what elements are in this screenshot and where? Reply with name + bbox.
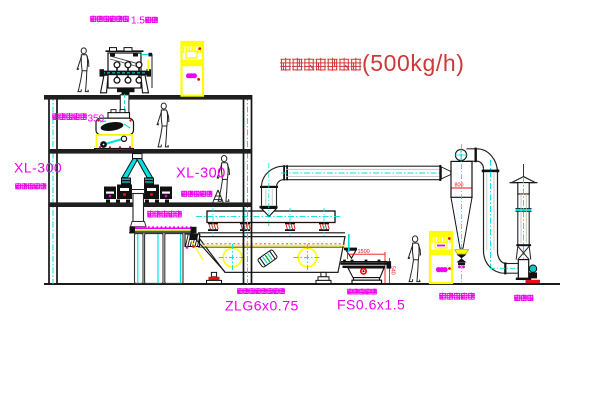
svg-text:350: 350 bbox=[88, 114, 105, 125]
svg-text:FS0.6x1.5: FS0.6x1.5 bbox=[337, 297, 405, 313]
svg-text:(500kg/h): (500kg/h) bbox=[362, 50, 465, 76]
svg-text:540: 540 bbox=[390, 266, 396, 275]
svg-text:XL-300: XL-300 bbox=[14, 160, 62, 176]
svg-text:800: 800 bbox=[455, 183, 464, 189]
svg-text:XL-300: XL-300 bbox=[176, 166, 226, 182]
svg-text:1500: 1500 bbox=[358, 249, 370, 255]
svg-text:ZLG6x0.75: ZLG6x0.75 bbox=[225, 298, 299, 314]
svg-text:1.5: 1.5 bbox=[131, 16, 145, 27]
